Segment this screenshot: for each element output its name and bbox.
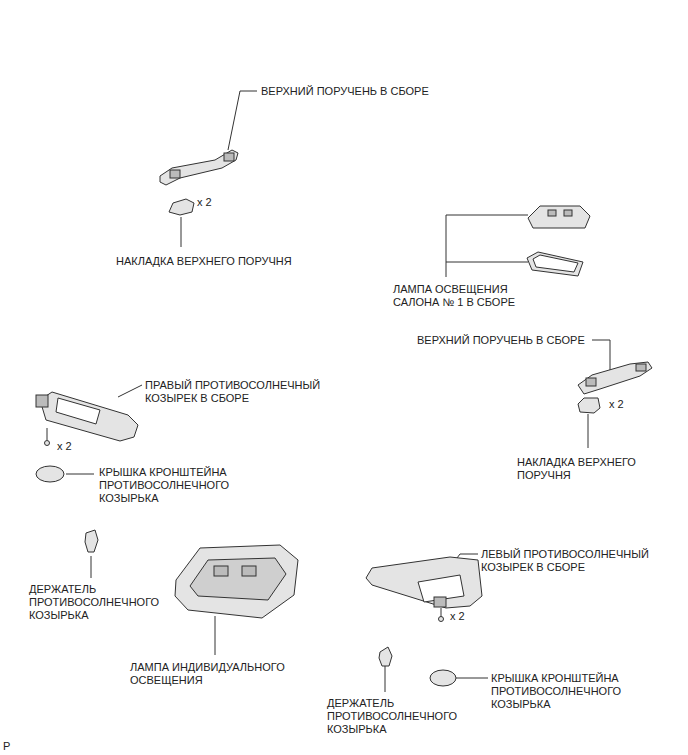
part-label: НАКЛАДКА ВЕРХНЕГО ПОРУЧНЯ xyxy=(517,456,667,482)
part-label: x 2 xyxy=(450,610,465,623)
part-label: ЛАМПА ОСВЕЩЕНИЯ САЛОНА № 1 В СБОРЕ xyxy=(393,283,538,309)
part-label: ВЕРХНИЙ ПОРУЧЕНЬ В СБОРЕ xyxy=(417,334,585,347)
part-label: ВЕРХНИЙ ПОРУЧЕНЬ В СБОРЕ xyxy=(261,85,429,98)
part-label: ДЕРЖАТЕЛЬ ПРОТИВОСОЛНЕЧНОГО КОЗЫРЬКА xyxy=(29,583,164,622)
part-label: КРЫШКА КРОНШТЕЙНА ПРОТИВОСОЛНЕЧНОГО КОЗЫ… xyxy=(99,466,239,505)
part-label: КРЫШКА КРОНШТЕЙНА ПРОТИВОСОЛНЕЧНОГО КОЗЫ… xyxy=(491,672,631,711)
part-label: x 2 xyxy=(197,196,212,209)
part-label: НАКЛАДКА ВЕРХНЕГО ПОРУЧНЯ xyxy=(116,255,292,268)
part-label: ПРАВЫЙ ПРОТИВОСОЛНЕЧНЫЙ КОЗЫРЕК В СБОРЕ xyxy=(145,379,330,405)
part-label: x 2 xyxy=(609,398,624,411)
part-label: x 2 xyxy=(57,440,72,453)
part-label: P xyxy=(3,740,10,753)
part-label: ЛЕВЫЙ ПРОТИВОСОЛНЕЧНЫЙ КОЗЫРЕК В СБОРЕ xyxy=(481,548,661,574)
part-label: ДЕРЖАТЕЛЬ ПРОТИВОСОЛНЕЧНОГО КОЗЫРЬКА xyxy=(327,697,462,736)
part-label: ЛАМПА ИНДИВИДУАЛЬНОГО ОСВЕЩЕНИЯ xyxy=(130,661,300,687)
